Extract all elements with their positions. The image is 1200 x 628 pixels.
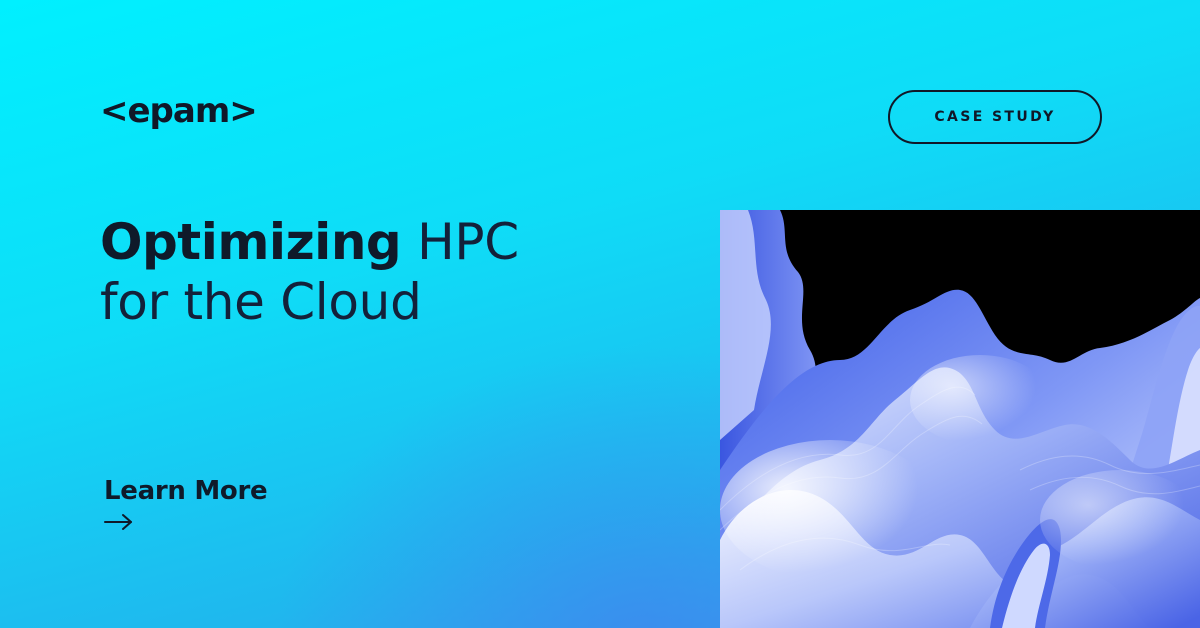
abstract-wave-artwork [720, 210, 1200, 628]
learn-more-label: Learn More [104, 476, 268, 506]
headline-light-word: HPC [417, 213, 519, 271]
case-study-badge[interactable]: CASE STUDY [888, 90, 1102, 144]
abstract-wave-illustration [720, 210, 1200, 628]
epam-logo: <epam> [100, 91, 258, 131]
headline-line-2: for the Cloud [100, 273, 422, 331]
arrow-right-icon [104, 514, 132, 530]
headline-bold-word: Optimizing [100, 213, 402, 271]
headline: Optimizing HPC for the Cloud [100, 212, 519, 332]
learn-more-link[interactable]: Learn More [104, 474, 268, 532]
